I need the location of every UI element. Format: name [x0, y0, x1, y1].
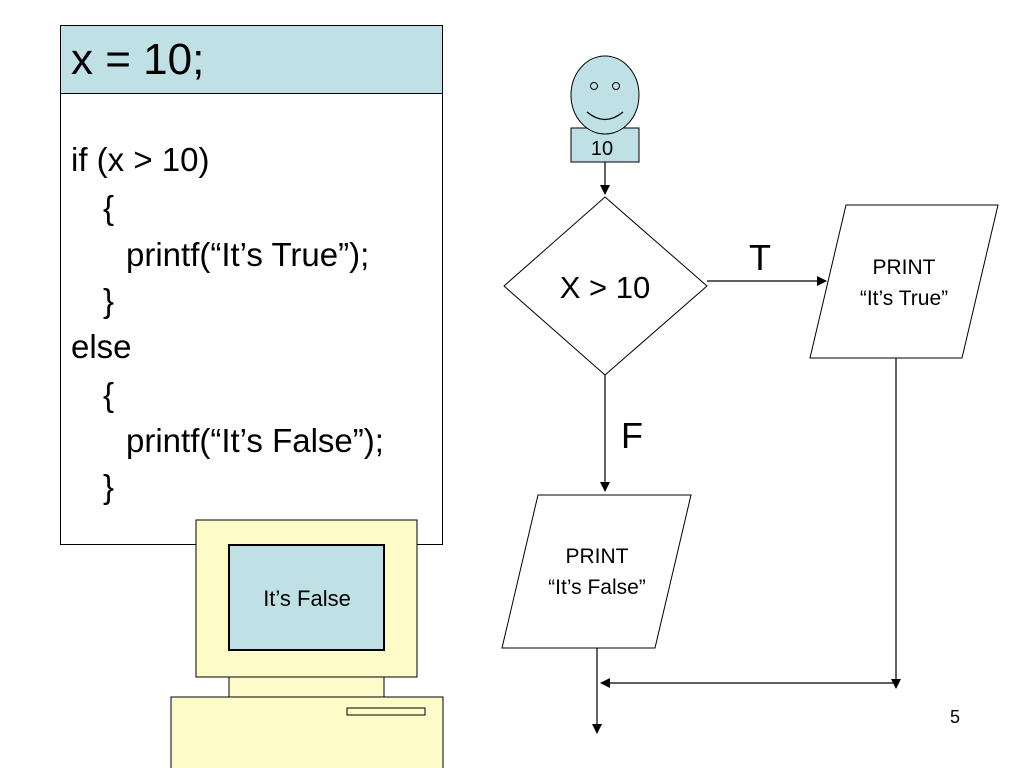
code-header: x = 10; — [61, 26, 442, 94]
print-false-line2: “It’s False” — [548, 576, 646, 599]
code-line-printf-true: printf(“It’s True”); — [126, 236, 370, 273]
face-right-eye — [612, 82, 620, 90]
decision-text: X > 10 — [560, 270, 651, 305]
true-label: T — [749, 237, 771, 278]
print-false-line1: PRINT — [566, 545, 629, 568]
disk-drive-slot — [346, 707, 426, 716]
code-panel: x = 10; if (x > 10) { printf(“It’s True”… — [60, 25, 443, 545]
monitor-screen — [228, 544, 385, 651]
print-true-line2: “It’s True” — [860, 287, 948, 310]
false-label: F — [621, 415, 643, 456]
code-line-if: if (x > 10) — [71, 141, 210, 178]
page-number: 5 — [950, 707, 961, 727]
face-left-eye — [590, 82, 598, 90]
input-value: 10 — [591, 138, 613, 160]
code-line-open-brace-2: { — [103, 376, 115, 413]
code-line-close-brace-1: } — [103, 282, 115, 319]
face-smile — [586, 111, 624, 121]
print-false-box — [501, 494, 692, 649]
code-line-else: else — [71, 328, 132, 365]
monitor-stand — [228, 676, 385, 698]
computer-icon: It’s False — [170, 519, 444, 768]
code-line-printf-false: printf(“It’s False”); — [126, 422, 384, 459]
screen-text: It’s False — [263, 586, 351, 611]
print-true-line1: PRINT — [873, 256, 936, 279]
face-head — [570, 55, 640, 135]
code-line-open-brace-1: { — [103, 189, 115, 226]
print-true-box — [809, 204, 999, 359]
code-line-close-brace-2: } — [103, 468, 115, 505]
smiley-face-icon: 10 — [570, 55, 640, 163]
